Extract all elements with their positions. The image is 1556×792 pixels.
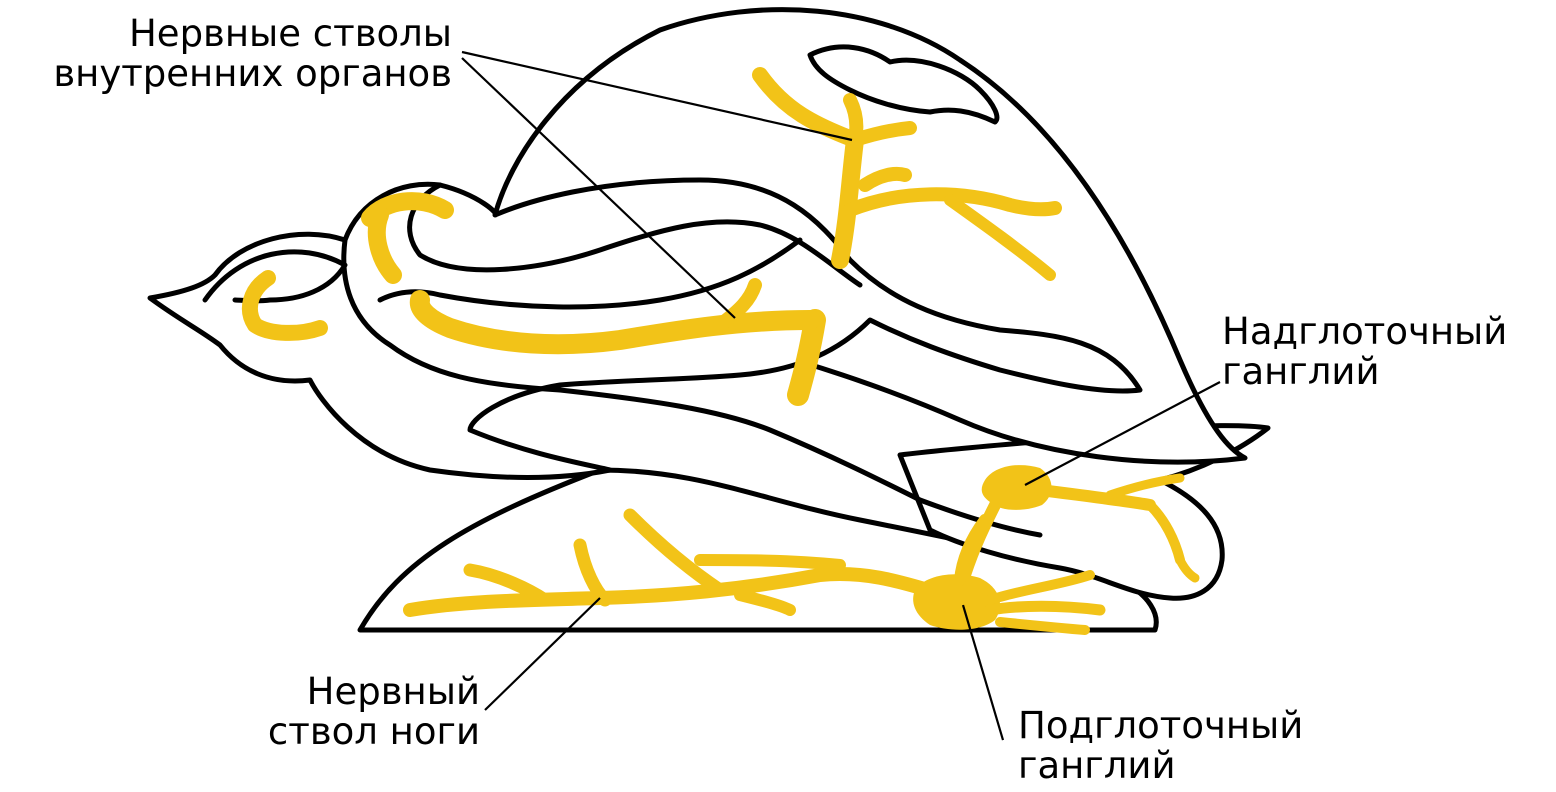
label-subesophageal-ganglion: Подглоточный ганглий [1018, 706, 1303, 786]
label-line: ганглий [1222, 352, 1507, 392]
label-supraesophageal-ganglion: Надглоточный ганглий [1222, 312, 1507, 392]
label-line: Нервный [240, 672, 480, 712]
label-line: Подглоточный [1018, 706, 1303, 746]
label-line: Нервные стволы [12, 14, 452, 54]
label-foot-nerve-trunk: Нервный ствол ноги [240, 672, 480, 752]
label-line: Надглоточный [1222, 312, 1507, 352]
label-line: внутренних органов [12, 54, 452, 94]
label-line: ганглий [1018, 746, 1303, 786]
label-internal-organ-nerve-trunks: Нервные стволы внутренних органов [12, 14, 452, 94]
label-line: ствол ноги [240, 712, 480, 752]
